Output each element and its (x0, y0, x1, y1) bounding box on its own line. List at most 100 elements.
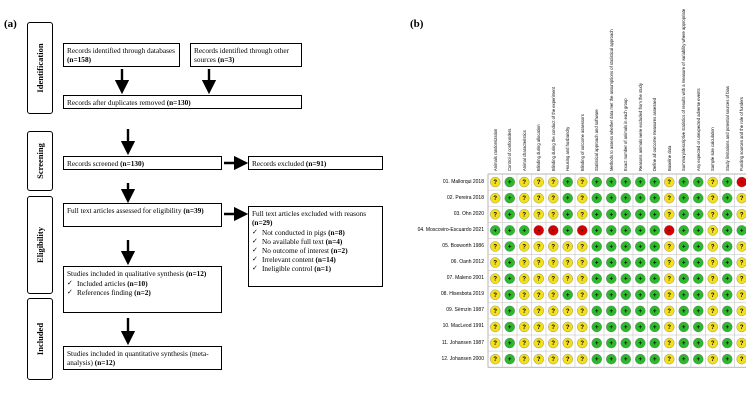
rob-cell (577, 209, 588, 220)
rob-cell (707, 337, 718, 349)
rob-cell-symbol: ? (551, 196, 555, 202)
rob-cell (533, 337, 544, 349)
rob-cell (693, 273, 704, 284)
rob-cell-symbol: + (624, 309, 628, 315)
study-label: 08. Hisesbota 2019 (440, 291, 484, 298)
rob-cell-symbol: ? (551, 180, 555, 186)
rob-cell-symbol: ? (667, 325, 671, 331)
rob-cell (490, 209, 501, 220)
rob-cell (490, 353, 501, 365)
rob-cell (649, 192, 660, 204)
rob-cell-symbol: + (682, 228, 686, 234)
rob-cell (620, 225, 631, 236)
rob-cell (678, 289, 689, 300)
rob-cell (635, 176, 646, 188)
rob-cell (490, 241, 501, 252)
rob-cell-symbol: - (552, 228, 554, 234)
rob-cell-symbol: + (638, 325, 642, 331)
rob-cell-symbol: + (624, 341, 628, 347)
rob-cell-symbol: + (609, 244, 613, 250)
rob-cell (548, 225, 559, 236)
rob-cell-symbol: ? (493, 341, 497, 347)
rob-cell-symbol: ? (493, 277, 497, 283)
rob-cell-symbol: + (609, 325, 613, 331)
box-excluded: Records excluded (n=91) (248, 156, 383, 170)
rob-cell-symbol: + (725, 212, 729, 218)
rob-cell-symbol: ? (580, 196, 584, 202)
rob-cell (635, 353, 646, 365)
rob-cell-symbol: + (725, 244, 729, 250)
rob-cell (678, 176, 689, 188)
rob-cell-symbol: + (638, 357, 642, 363)
rob-cell (519, 273, 530, 284)
rob-cell-symbol: + (508, 244, 512, 250)
rob-cell (693, 257, 704, 268)
rob-cell-symbol: ? (551, 244, 555, 250)
rob-cell-symbol: + (595, 244, 599, 250)
exclusion-reason: Irrelevant content (n=14) (252, 255, 379, 264)
rob-cell (736, 209, 746, 220)
rob-cell (620, 192, 631, 204)
rob-cell-symbol: ? (711, 277, 715, 283)
rob-cell-symbol: ? (580, 261, 584, 267)
rob-cell-symbol: + (696, 277, 700, 283)
rob-cell (577, 273, 588, 284)
rob-cell-symbol: ? (522, 180, 526, 186)
rob-cell (707, 176, 718, 188)
rob-cell (562, 337, 573, 349)
rob-cell-symbol: ? (566, 357, 570, 363)
rob-cell (504, 176, 515, 188)
rob-cell-symbol: + (595, 325, 599, 331)
rob-cell-symbol: ? (566, 277, 570, 283)
rob-cell (490, 176, 501, 188)
study-label: 10. MacLeod 1991 (442, 323, 484, 330)
rob-cell (678, 321, 689, 333)
rob-cell-symbol: + (493, 228, 497, 234)
rob-cell-symbol: + (595, 228, 599, 234)
rob-cell-symbol: + (696, 293, 700, 299)
rob-cell (736, 273, 746, 284)
rob-cell-symbol: ? (537, 309, 541, 315)
rob-cell-symbol: ? (522, 196, 526, 202)
rob-cell (635, 209, 646, 220)
rob-cell (606, 209, 617, 220)
rob-cell-symbol: ? (667, 341, 671, 347)
rob-cell (504, 305, 515, 317)
rob-cell (606, 337, 617, 349)
rob-cell (620, 353, 631, 365)
rob-cell (519, 225, 530, 236)
rob-cell-symbol: ? (522, 244, 526, 250)
rob-cell-symbol: + (682, 277, 686, 283)
rob-cell-symbol: + (566, 212, 570, 218)
stage-screening: Screening (27, 131, 53, 191)
rob-cell-symbol: ? (537, 212, 541, 218)
qualitative-item: Included articles (n=10) (67, 279, 218, 288)
rob-cell (577, 241, 588, 252)
rob-cell (519, 353, 530, 365)
rob-cell-symbol: ? (580, 244, 584, 250)
rob-cell-symbol: ? (551, 357, 555, 363)
rob-cell (664, 257, 675, 268)
rob-cell (649, 225, 660, 236)
rob-cell-symbol: + (609, 180, 613, 186)
rob-cell (620, 321, 631, 333)
rob-cell-symbol: ? (493, 357, 497, 363)
rob-cell (635, 321, 646, 333)
rob-cell (693, 225, 704, 236)
rob-cell-symbol: + (682, 212, 686, 218)
rob-cell (504, 289, 515, 300)
rob-cell (664, 353, 675, 365)
rob-cell (577, 257, 588, 268)
rob-cell-symbol: ? (580, 212, 584, 218)
rob-cell (722, 241, 733, 252)
rob-cell-symbol: + (696, 309, 700, 315)
rob-cell (649, 321, 660, 333)
rob-cell (548, 321, 559, 333)
rob-cell (591, 305, 602, 317)
rob-cell (620, 209, 631, 220)
rob-cell (635, 305, 646, 317)
rob-cell (736, 354, 746, 365)
rob-cell-symbol: ? (493, 309, 497, 315)
rob-cell-symbol: + (624, 228, 628, 234)
rob-cell (533, 289, 544, 300)
